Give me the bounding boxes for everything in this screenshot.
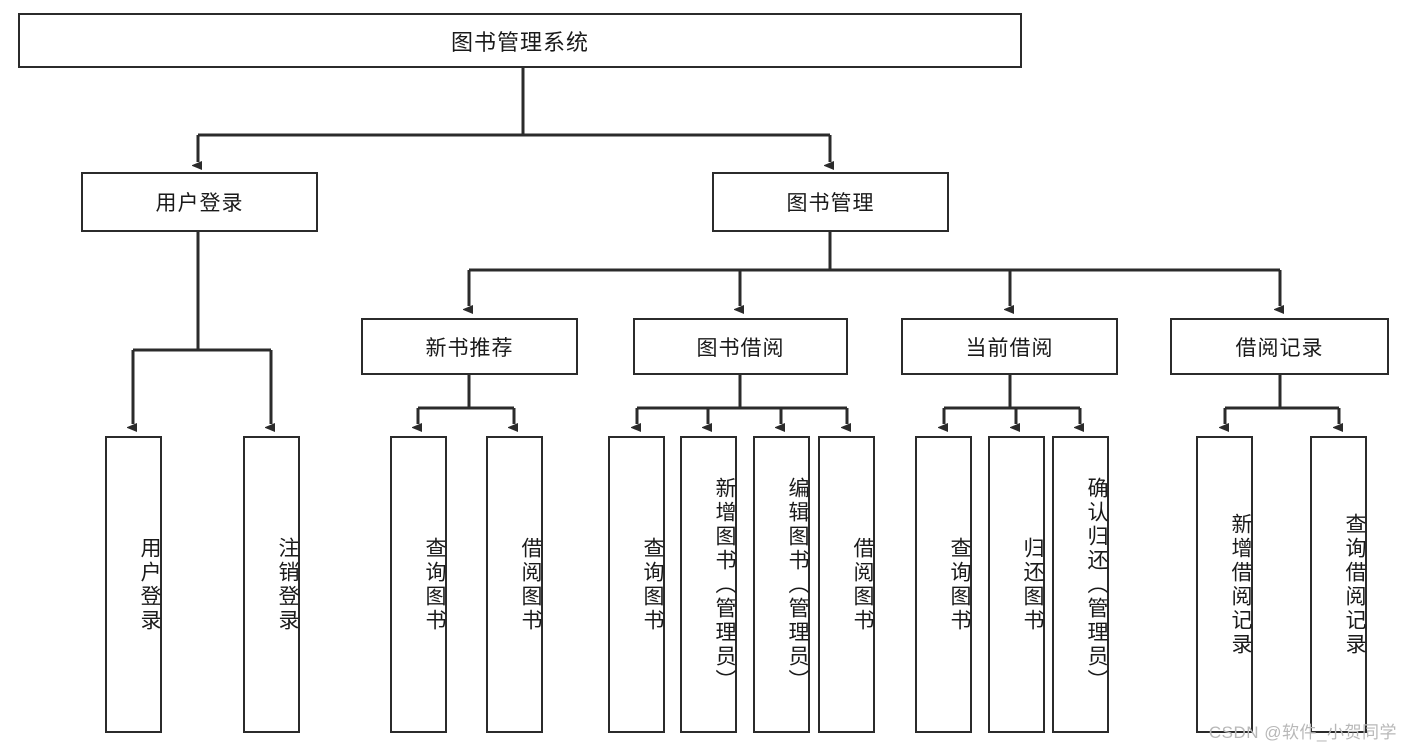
node-current-borrow-label: 当前借阅 — [965, 336, 1054, 360]
node-borrow-record[interactable]: 借阅记录 — [1170, 318, 1389, 375]
leaf-borrow-book-2-label: 借阅图书 — [851, 536, 874, 633]
leaf-borrow-book-1-label: 借阅图书 — [519, 536, 542, 633]
node-current-borrow[interactable]: 当前借阅 — [901, 318, 1118, 375]
csdn-watermark: CSDN @软件_小贺同学 — [1208, 723, 1397, 742]
leaf-query-book-3[interactable]: 查询图书 — [915, 436, 972, 733]
node-new-book-recommend-label: 新书推荐 — [425, 336, 514, 360]
leaf-user-login[interactable]: 用户登录 — [105, 436, 162, 733]
leaf-query-book-2-label: 查询图书 — [641, 536, 664, 633]
leaf-add-borrow-record-label: 新增借阅记录 — [1229, 512, 1252, 657]
leaf-logout-login[interactable]: 注销登录 — [243, 436, 300, 733]
leaf-confirm-return-admin[interactable]: 确认归还（管理员） — [1052, 436, 1109, 733]
leaf-query-book-1[interactable]: 查询图书 — [390, 436, 447, 733]
leaf-confirm-return-admin-label: 确认归还（管理员） — [1085, 476, 1108, 693]
node-root-label: 图书管理系统 — [450, 29, 589, 55]
leaf-edit-book-admin[interactable]: 编辑图书（管理员） — [753, 436, 810, 733]
node-book-manage-label: 图书管理 — [786, 192, 875, 215]
leaf-query-borrow-record[interactable]: 查询借阅记录 — [1310, 436, 1367, 733]
leaf-query-book-2[interactable]: 查询图书 — [608, 436, 665, 733]
node-root[interactable]: 图书管理系统 — [18, 13, 1022, 68]
node-book-borrow-label: 图书借阅 — [696, 336, 785, 360]
node-book-borrow[interactable]: 图书借阅 — [633, 318, 848, 375]
leaf-return-book-label: 归还图书 — [1021, 536, 1044, 633]
leaf-user-login-label: 用户登录 — [138, 536, 161, 633]
leaf-query-book-3-label: 查询图书 — [948, 536, 971, 633]
leaf-edit-book-admin-label: 编辑图书（管理员） — [786, 476, 809, 693]
leaf-logout-login-label: 注销登录 — [276, 536, 299, 633]
leaf-query-book-1-label: 查询图书 — [423, 536, 446, 633]
node-user-login[interactable]: 用户登录 — [81, 172, 318, 232]
node-user-login-label: 用户登录 — [155, 192, 244, 215]
leaf-borrow-book-1[interactable]: 借阅图书 — [486, 436, 543, 733]
node-new-book-recommend[interactable]: 新书推荐 — [361, 318, 578, 375]
leaf-query-borrow-record-label: 查询借阅记录 — [1343, 512, 1366, 657]
node-book-manage[interactable]: 图书管理 — [712, 172, 949, 232]
leaf-add-borrow-record[interactable]: 新增借阅记录 — [1196, 436, 1253, 733]
leaf-add-book-admin[interactable]: 新增图书（管理员） — [680, 436, 737, 733]
node-borrow-record-label: 借阅记录 — [1235, 336, 1324, 360]
leaf-return-book[interactable]: 归还图书 — [988, 436, 1045, 733]
leaf-add-book-admin-label: 新增图书（管理员） — [713, 476, 736, 693]
leaf-borrow-book-2[interactable]: 借阅图书 — [818, 436, 875, 733]
